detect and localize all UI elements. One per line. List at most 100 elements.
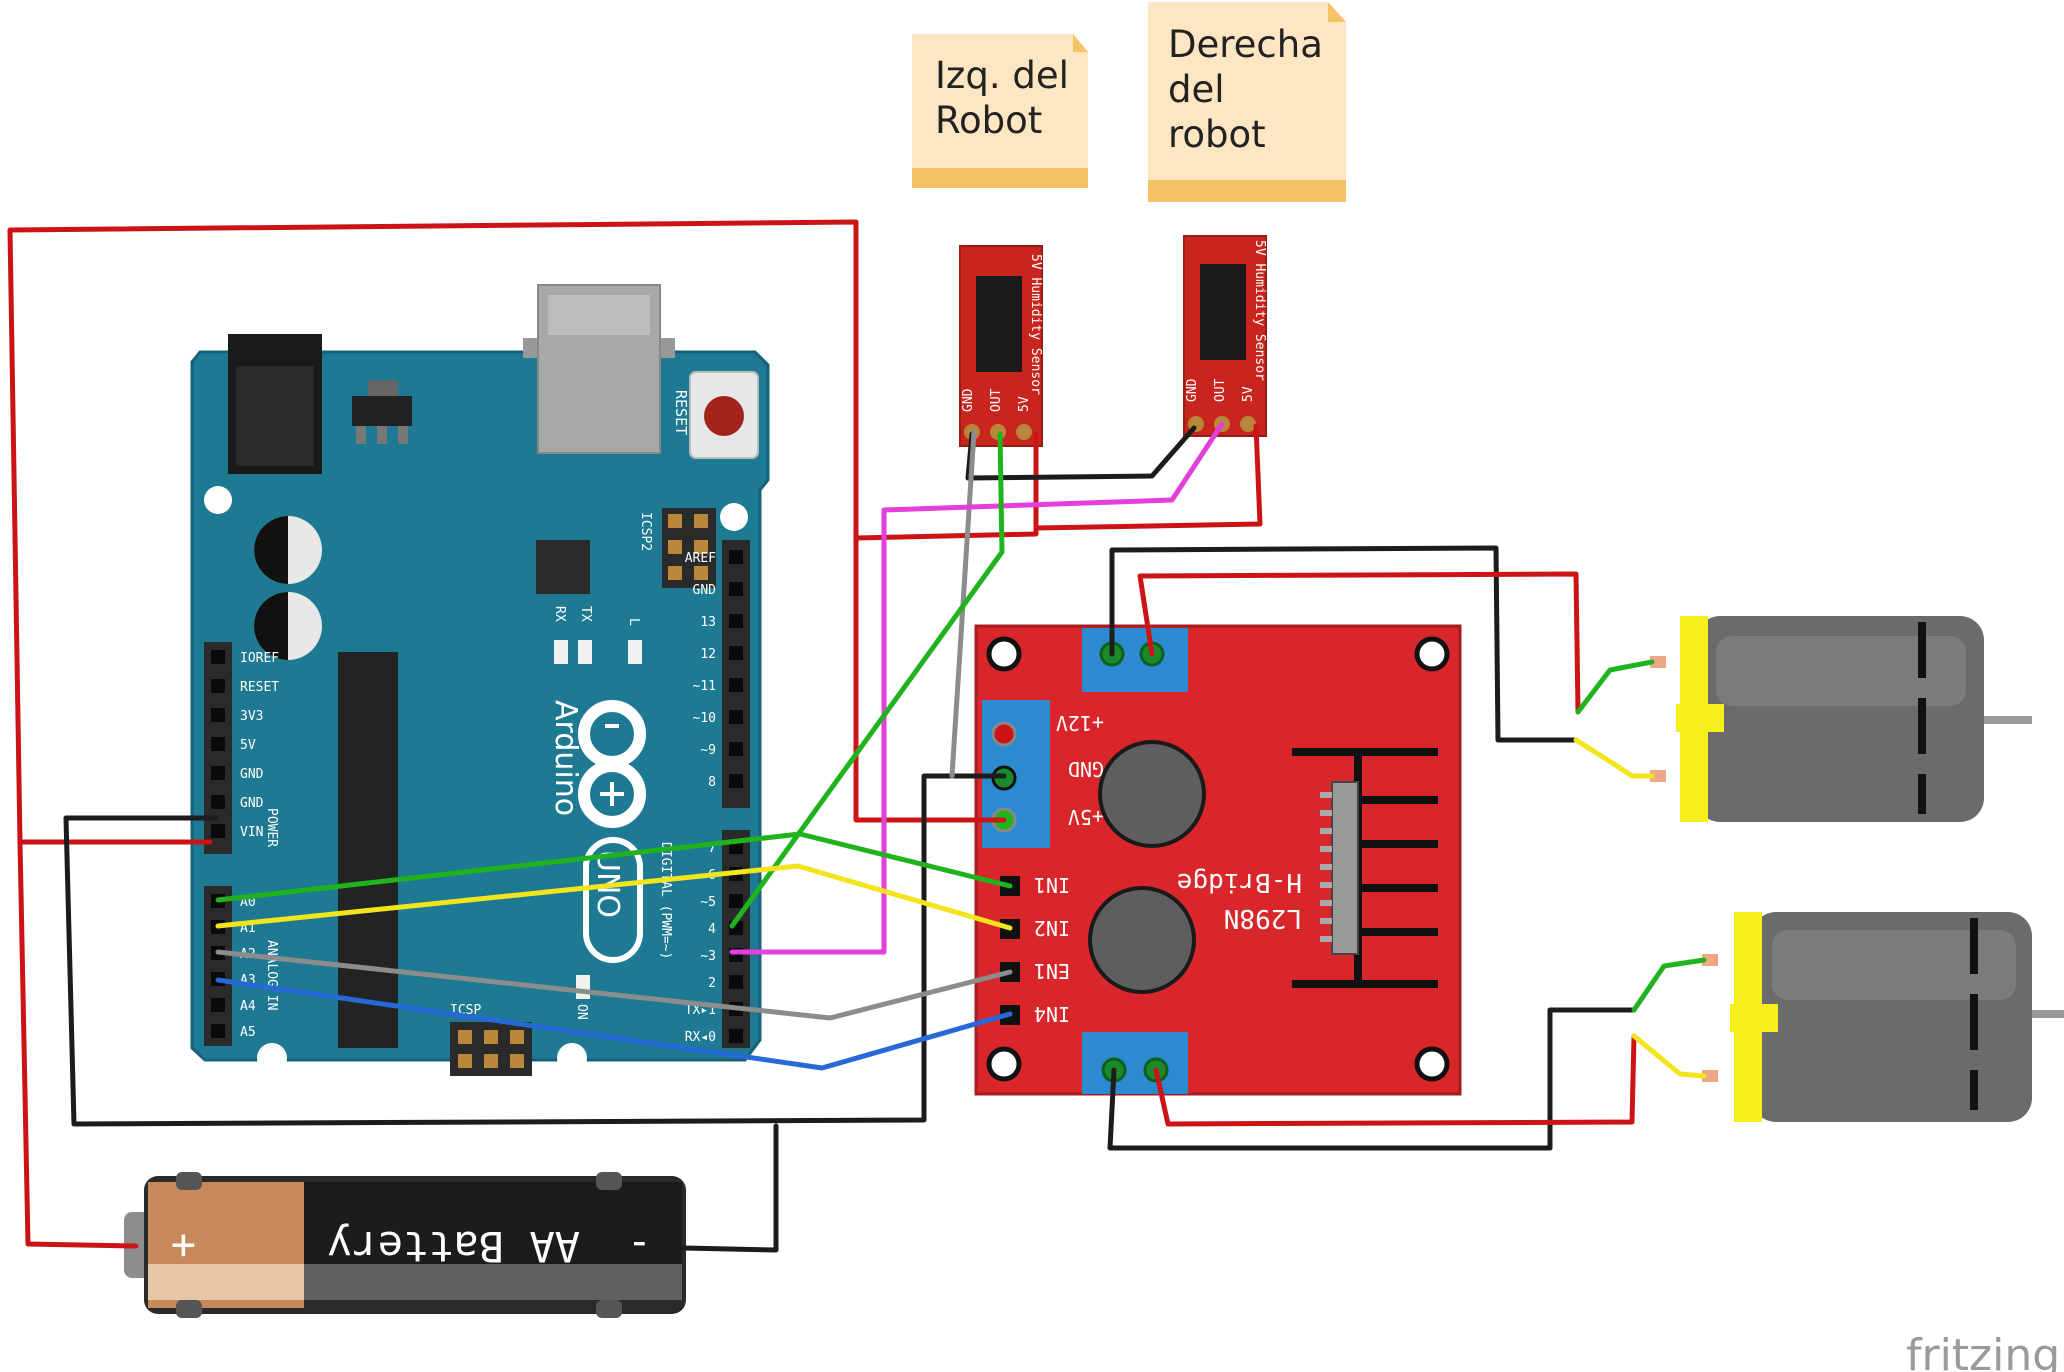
wire-black-gnd[interactable] xyxy=(63,773,1007,1127)
wire-red-motor-a[interactable] xyxy=(1137,571,1581,715)
mount-hole xyxy=(204,486,232,514)
digital-pin-socket[interactable] xyxy=(729,582,743,596)
uno-logo: UNO xyxy=(583,837,643,963)
wire-black-battery[interactable] xyxy=(681,1123,779,1253)
rx-label: RX xyxy=(552,606,567,622)
wire-red-sensor-right-5v[interactable] xyxy=(1033,423,1263,531)
power-pin-label: GND xyxy=(240,767,264,782)
mount-hole xyxy=(1414,1046,1450,1082)
digital-pin-label: 4 xyxy=(708,922,716,937)
tx-label: TX xyxy=(578,606,593,622)
digital-pin-label: ~5 xyxy=(700,895,716,910)
wire-grey-en1[interactable] xyxy=(215,949,1013,1021)
digital-pin-socket[interactable] xyxy=(729,975,743,989)
wire-blue-in4[interactable] xyxy=(215,977,1013,1071)
sensor-right-pin-5v: 5V xyxy=(1241,386,1256,402)
wire-red-motor-b[interactable] xyxy=(1153,1033,1637,1127)
digital-pin-label: 7 xyxy=(708,841,716,856)
led-tx xyxy=(554,640,568,664)
digital-pin-label: 2 xyxy=(708,976,716,991)
analog-pin-label: A4 xyxy=(240,999,256,1014)
sensor-left-pin-5v: 5V xyxy=(1017,396,1032,412)
wire-green-in1[interactable] xyxy=(215,831,1013,903)
wire-green-sensor[interactable] xyxy=(729,431,1005,929)
wire-black-motor-a[interactable] xyxy=(1109,545,1579,743)
wire-magenta-sensor[interactable] xyxy=(729,421,1225,955)
power-pin-socket[interactable] xyxy=(211,766,225,780)
sensor-right-5v-pin[interactable] xyxy=(1240,416,1256,432)
mount-hole xyxy=(720,503,748,531)
power-pin-socket[interactable] xyxy=(211,650,225,664)
icsp2-label: ICSP2 xyxy=(638,512,653,551)
hb-capacitor xyxy=(1088,886,1196,994)
analog-pin-socket[interactable] xyxy=(211,1024,225,1038)
power-label: POWER xyxy=(264,808,279,847)
digital-pin-label: 8 xyxy=(708,775,716,790)
analog-label: ANALOG IN xyxy=(264,940,279,1010)
wire-green-motor-a[interactable] xyxy=(1575,659,1655,715)
power-pin-socket[interactable] xyxy=(211,708,225,722)
sensor-right-pin-out: OUT xyxy=(1213,378,1228,402)
digital-pin-socket[interactable] xyxy=(729,710,743,724)
capacitor xyxy=(254,592,322,660)
wire-black-motor-b[interactable] xyxy=(1107,1007,1637,1151)
digital-pin-label: ~10 xyxy=(693,711,716,726)
analog-header xyxy=(204,886,232,1046)
digital-pin-socket[interactable] xyxy=(729,550,743,564)
led-l xyxy=(628,640,642,664)
digital-pin-socket[interactable] xyxy=(729,894,743,908)
hb-input-label: EN1 xyxy=(1034,959,1070,983)
note-right-line2: del xyxy=(1168,68,1225,111)
hb-title-line2: H-Bridge xyxy=(1177,867,1302,897)
digital-pin-label: RX◂0 xyxy=(685,1030,716,1045)
digital-pin-label: 12 xyxy=(700,647,716,662)
reset-button-cap[interactable] xyxy=(704,396,744,436)
atmega-chip xyxy=(338,652,398,1048)
digital-pin-socket[interactable] xyxy=(729,774,743,788)
dc-motor-top xyxy=(1650,616,2032,822)
wires xyxy=(7,219,1707,1253)
power-pin-label: VIN xyxy=(240,825,263,840)
wire-red-battery[interactable] xyxy=(17,839,139,1249)
mount-hole xyxy=(557,1043,587,1073)
digital-pin-socket[interactable] xyxy=(729,614,743,628)
wire-yellow-in2[interactable] xyxy=(215,863,1013,931)
digital-pin-socket[interactable] xyxy=(729,742,743,756)
power-pin-socket[interactable] xyxy=(211,795,225,809)
battery-minus: - xyxy=(627,1222,652,1271)
wire-green-motor-b[interactable] xyxy=(1631,957,1707,1013)
digital-pin-socket[interactable] xyxy=(729,646,743,660)
digital-pin-label: ~3 xyxy=(700,949,716,964)
wire-red-sensor-5v[interactable] xyxy=(853,431,1039,541)
digital-pin-label: ~9 xyxy=(700,743,716,758)
mount-hole xyxy=(986,636,1022,672)
arduino-brand: Arduino xyxy=(548,700,583,816)
usb-chip xyxy=(536,540,590,594)
terminal-12v[interactable] xyxy=(991,721,1017,747)
hb-input-label: IN1 xyxy=(1034,873,1070,897)
sensor-right-pin-gnd: GND xyxy=(1185,378,1200,402)
digital-label: DIGITAL (PWM=~) xyxy=(658,842,673,959)
hb-input-label: IN4 xyxy=(1034,1002,1070,1026)
power-pin-label: GND xyxy=(240,796,264,811)
power-pin-socket[interactable] xyxy=(211,737,225,751)
on-label: ON xyxy=(574,1004,589,1020)
analog-pin-socket[interactable] xyxy=(211,998,225,1012)
digital-pin-socket[interactable] xyxy=(729,1029,743,1043)
power-pin-socket[interactable] xyxy=(211,824,225,838)
sensor-left-5v-pin[interactable] xyxy=(1016,424,1032,440)
power-pin-label: 5V xyxy=(240,738,256,753)
battery-label: AA Battery xyxy=(327,1222,580,1271)
wire-yellow-motor-b[interactable] xyxy=(1631,1033,1707,1079)
digital-pin-label: 13 xyxy=(700,615,716,630)
hb-pin-gnd: GND xyxy=(1068,757,1104,781)
humidity-sensor-right: 5V Humidity Sensor GND OUT 5V xyxy=(1183,235,1267,437)
digital-pin-socket[interactable] xyxy=(729,678,743,692)
wire-yellow-motor-a[interactable] xyxy=(1573,737,1655,779)
capacitor xyxy=(254,516,322,584)
wire-red-vin-loop[interactable] xyxy=(7,219,1007,845)
power-pin-socket[interactable] xyxy=(211,679,225,693)
hb-pin-5v: +5V xyxy=(1068,805,1104,829)
